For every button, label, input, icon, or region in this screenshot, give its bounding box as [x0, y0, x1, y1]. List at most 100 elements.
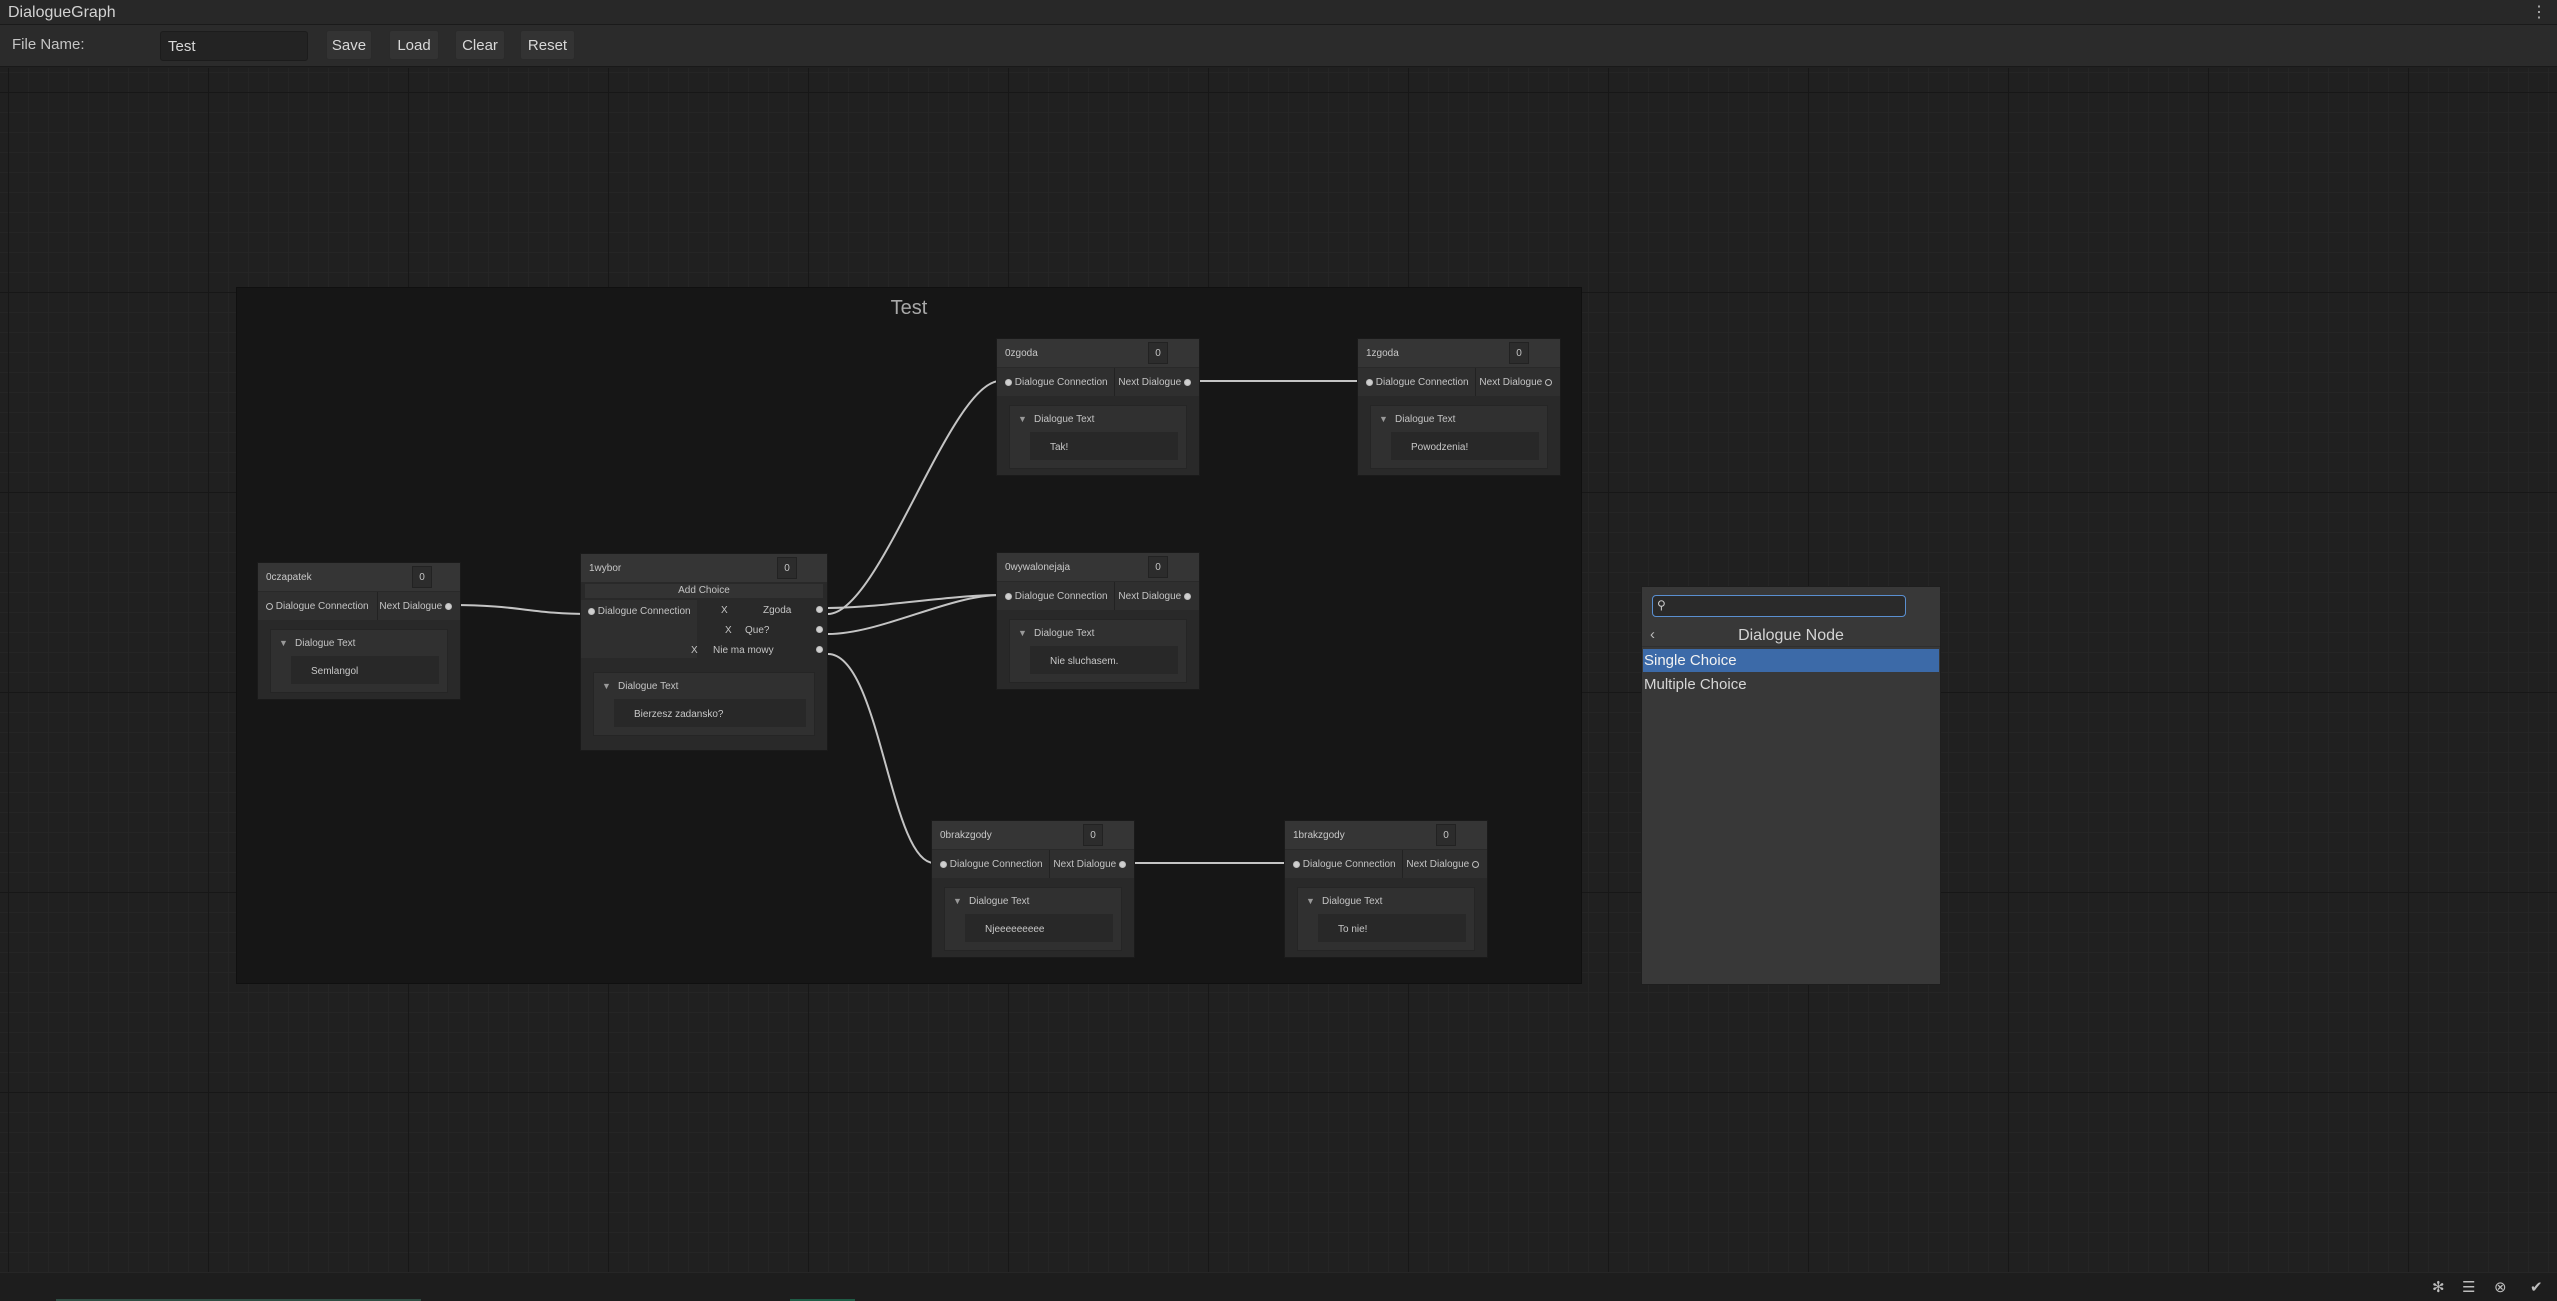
node-header[interactable]: 1wybor 0	[581, 554, 827, 582]
dialogue-text-foldout[interactable]: ▼ Dialogue Text Powodzenia!	[1370, 405, 1548, 469]
check-circle-icon[interactable]: ✔	[2530, 1278, 2543, 1296]
foldout-arrow-icon[interactable]: ▼	[953, 896, 962, 906]
node-count[interactable]: 0	[1509, 342, 1529, 364]
node-header[interactable]: 1brakzgody 0	[1285, 821, 1487, 849]
node-header[interactable]: 0wywalonejaja 0	[997, 553, 1199, 581]
foldout-arrow-icon[interactable]: ▼	[1306, 896, 1315, 906]
dialogue-text-foldout[interactable]: ▼ Dialogue Text Semlangol	[270, 629, 448, 693]
file-name-input[interactable]	[160, 31, 308, 61]
dialogue-node-1brakzgody[interactable]: 1brakzgody 0 Dialogue Connection Next Di…	[1284, 820, 1488, 958]
node-count[interactable]: 0	[777, 557, 797, 579]
input-port[interactable]: Dialogue Connection	[588, 606, 691, 617]
port-dot-icon[interactable]	[588, 608, 595, 615]
dialogue-text-field[interactable]: Bierzesz zadansko?	[614, 699, 806, 727]
add-choice-button[interactable]: Add Choice	[585, 584, 823, 598]
port-dot-icon[interactable]	[1005, 593, 1012, 600]
output-port[interactable]: Next Dialogue	[1118, 591, 1191, 602]
dialogue-text-foldout[interactable]: ▼ Dialogue Text Nie sluchasem.	[1009, 619, 1187, 683]
clear-button[interactable]: Clear	[455, 30, 505, 60]
dialogue-text-foldout[interactable]: ▼ Dialogue Text Bierzesz zadansko?	[593, 672, 815, 736]
node-header[interactable]: 0czapatek 0	[258, 563, 460, 591]
port-dot-icon[interactable]	[1545, 379, 1552, 386]
port-dot-icon[interactable]	[816, 626, 823, 633]
foldout-arrow-icon[interactable]: ▼	[602, 681, 611, 691]
node-name[interactable]: 0brakzgody	[940, 830, 992, 841]
dialogue-node-1zgoda[interactable]: 1zgoda 0 Dialogue Connection Next Dialog…	[1357, 338, 1561, 476]
dialogue-text-field[interactable]: Njeeeeeeeee	[965, 914, 1113, 942]
palette-item-multiple-choice[interactable]: Multiple Choice	[1643, 673, 1939, 696]
output-port[interactable]: Next Dialogue	[1479, 377, 1552, 388]
input-port[interactable]: Dialogue Connection	[1005, 377, 1108, 388]
remove-choice-button[interactable]: X	[721, 605, 728, 616]
output-port[interactable]: Next Dialogue	[1118, 377, 1191, 388]
dialogue-text-foldout[interactable]: ▼ Dialogue Text Tak!	[1009, 405, 1187, 469]
node-header[interactable]: 0zgoda 0	[997, 339, 1199, 367]
dialogue-text-field[interactable]: Nie sluchasem.	[1030, 646, 1178, 674]
remove-choice-button[interactable]: X	[691, 645, 698, 656]
dialogue-node-1wybor[interactable]: 1wybor 0 Add Choice Dialogue Connection …	[580, 553, 828, 751]
layers-icon[interactable]: ☰	[2462, 1278, 2475, 1296]
reset-button[interactable]: Reset	[520, 30, 575, 60]
dialogue-text-field[interactable]: Powodzenia!	[1391, 432, 1539, 460]
dialogue-node-0czapatek[interactable]: 0czapatek 0 Dialogue Connection Next Dia…	[257, 562, 461, 700]
graph-canvas[interactable]: Test 0czapatek 0 Dialogue Connection Nex…	[0, 68, 2557, 1272]
choice-label[interactable]: Zgoda	[763, 605, 791, 616]
foldout-arrow-icon[interactable]: ▼	[1018, 414, 1027, 424]
node-count[interactable]: 0	[412, 566, 432, 588]
port-dot-icon[interactable]	[1293, 861, 1300, 868]
node-name[interactable]: 0wywalonejaja	[1005, 562, 1070, 573]
dialogue-text-foldout[interactable]: ▼ Dialogue Text To nie!	[1297, 887, 1475, 951]
input-port[interactable]: Dialogue Connection	[1293, 859, 1396, 870]
dialogue-node-0zgoda[interactable]: 0zgoda 0 Dialogue Connection Next Dialog…	[996, 338, 1200, 476]
node-count[interactable]: 0	[1083, 824, 1103, 846]
output-port[interactable]: Next Dialogue	[1053, 859, 1126, 870]
port-dot-icon[interactable]	[1366, 379, 1373, 386]
dialogue-node-0wywalonejaja[interactable]: 0wywalonejaja 0 Dialogue Connection Next…	[996, 552, 1200, 690]
node-search-window[interactable]: ⚲ ‹ Dialogue Node Single Choice Multiple…	[1641, 586, 1941, 985]
dialogue-text-field[interactable]: Semlangol	[291, 656, 439, 684]
node-header[interactable]: 0brakzgody 0	[932, 821, 1134, 849]
port-dot-icon[interactable]	[266, 603, 273, 610]
input-port[interactable]: Dialogue Connection	[266, 601, 369, 612]
input-port[interactable]: Dialogue Connection	[940, 859, 1043, 870]
node-count[interactable]: 0	[1148, 556, 1168, 578]
port-dot-icon[interactable]	[1472, 861, 1479, 868]
port-dot-icon[interactable]	[1005, 379, 1012, 386]
port-dot-icon[interactable]	[445, 603, 452, 610]
load-button[interactable]: Load	[389, 30, 439, 60]
dialogue-text-field[interactable]: To nie!	[1318, 914, 1466, 942]
port-dot-icon[interactable]	[1184, 379, 1191, 386]
node-header[interactable]: 1zgoda 0	[1358, 339, 1560, 367]
output-port[interactable]: Next Dialogue	[1406, 859, 1479, 870]
remove-choice-button[interactable]: X	[725, 625, 732, 636]
input-port[interactable]: Dialogue Connection	[1005, 591, 1108, 602]
palette-item-single-choice[interactable]: Single Choice	[1643, 649, 1939, 672]
dialogue-text-foldout[interactable]: ▼ Dialogue Text Njeeeeeeeee	[944, 887, 1122, 951]
foldout-arrow-icon[interactable]: ▼	[1379, 414, 1388, 424]
output-port[interactable]: Next Dialogue	[379, 601, 452, 612]
port-dot-icon[interactable]	[816, 646, 823, 653]
choice-label[interactable]: Nie ma mowy	[713, 645, 774, 656]
search-input[interactable]	[1673, 598, 1901, 614]
kebab-menu-icon[interactable]: ⋮	[2531, 2, 2547, 22]
node-count[interactable]: 0	[1148, 342, 1168, 364]
dialogue-text-field[interactable]: Tak!	[1030, 432, 1178, 460]
debug-icon[interactable]: ✻	[2432, 1278, 2445, 1296]
network-icon[interactable]: ⊗	[2494, 1278, 2507, 1296]
port-dot-icon[interactable]	[1184, 593, 1191, 600]
node-count[interactable]: 0	[1436, 824, 1456, 846]
port-dot-icon[interactable]	[816, 606, 823, 613]
choice-label[interactable]: Que?	[745, 625, 769, 636]
node-name[interactable]: 1zgoda	[1366, 348, 1399, 359]
save-button[interactable]: Save	[326, 30, 372, 60]
node-name[interactable]: 1wybor	[589, 563, 621, 574]
port-dot-icon[interactable]	[1119, 861, 1126, 868]
dialogue-node-0brakzgody[interactable]: 0brakzgody 0 Dialogue Connection Next Di…	[931, 820, 1135, 958]
foldout-arrow-icon[interactable]: ▼	[1018, 628, 1027, 638]
group-title[interactable]: Test	[237, 288, 1581, 328]
node-name[interactable]: 0zgoda	[1005, 348, 1038, 359]
node-name[interactable]: 1brakzgody	[1293, 830, 1345, 841]
search-box[interactable]: ⚲	[1652, 595, 1906, 617]
node-name[interactable]: 0czapatek	[266, 572, 312, 583]
foldout-arrow-icon[interactable]: ▼	[279, 638, 288, 648]
